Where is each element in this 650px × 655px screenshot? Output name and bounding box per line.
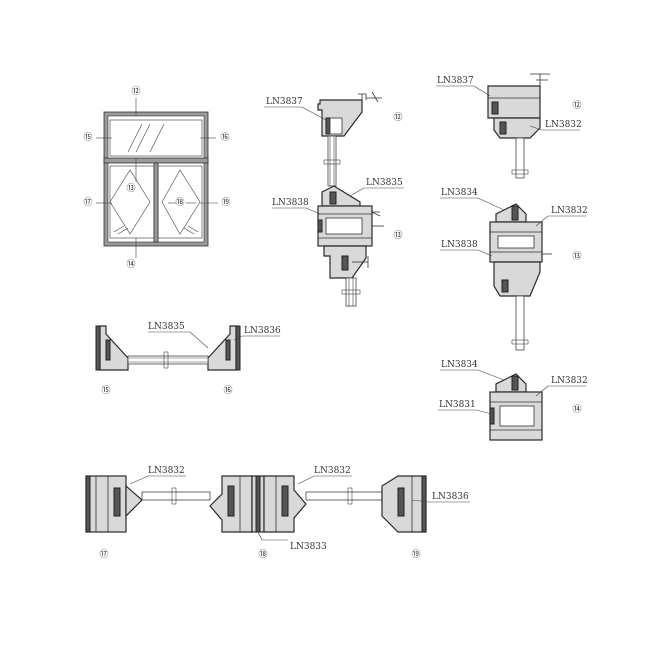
vertical-section-right: LN3837 LN3832 LN3834 LN3832 LN3838 LN383…	[436, 73, 588, 441]
marker-12-left: ⑫	[393, 112, 402, 123]
marker-18: ⑱	[175, 197, 184, 208]
label-ln3832-bottom-right: LN3832	[314, 466, 351, 476]
label-ln3835-left: LN3835	[366, 178, 403, 188]
label-ln3833: LN3833	[290, 542, 327, 552]
marker-13: ⑬	[126, 183, 135, 194]
label-ln3832-right-top: LN3832	[545, 120, 582, 130]
label-ln3838-left: LN3838	[272, 198, 309, 208]
marker-14: ⑭	[126, 259, 135, 270]
marker-14-right: ⑭	[572, 404, 581, 415]
window-elevation: ⑫ ⑬ ⑭ ⑮ ⑯ ⑰ ⑱ ⑲	[83, 86, 230, 270]
marker-13-left: ⑬	[393, 230, 402, 241]
label-ln3832-right-mid: LN3832	[551, 206, 588, 216]
horizontal-section-transom: LN3835 LN3836 ⑮ ⑯	[95, 322, 281, 396]
marker-13-right: ⑬	[572, 251, 581, 262]
marker-12-right: ⑫	[572, 100, 581, 111]
marker-15: ⑮	[83, 132, 92, 143]
vertical-section-left: LN3837 LN3835 LN3838 ⑫ ⑬	[264, 91, 404, 307]
marker-16-horizontal: ⑯	[223, 385, 232, 396]
marker-12: ⑫	[131, 86, 140, 97]
marker-17: ⑰	[83, 197, 92, 208]
label-ln3836-horizontal: LN3836	[244, 326, 281, 336]
label-ln3831: LN3831	[439, 400, 476, 410]
marker-19-bottom: ⑲	[411, 549, 420, 560]
label-ln3835-horizontal: LN3835	[148, 322, 185, 332]
marker-16: ⑯	[220, 132, 229, 143]
label-ln3832-bottom-left: LN3832	[148, 466, 185, 476]
marker-15-horizontal: ⑮	[101, 385, 110, 396]
marker-19: ⑲	[221, 197, 230, 208]
transom-bar	[103, 157, 209, 164]
label-ln3834-right-top: LN3834	[441, 188, 478, 198]
label-ln3837-right: LN3837	[437, 76, 474, 86]
label-ln3838-right: LN3838	[441, 240, 478, 250]
label-ln3834-right-bottom: LN3834	[441, 360, 478, 370]
label-ln3832-right-bottom: LN3832	[551, 376, 588, 386]
label-ln3837-left: LN3837	[266, 97, 303, 107]
horizontal-section-bottom: LN3832 LN3832 LN3833 LN3836 ⑰ ⑱ ⑲	[85, 466, 470, 560]
marker-18-bottom: ⑱	[258, 549, 267, 560]
marker-17-bottom: ⑰	[99, 549, 108, 560]
label-ln3836-bottom: LN3836	[432, 492, 469, 502]
